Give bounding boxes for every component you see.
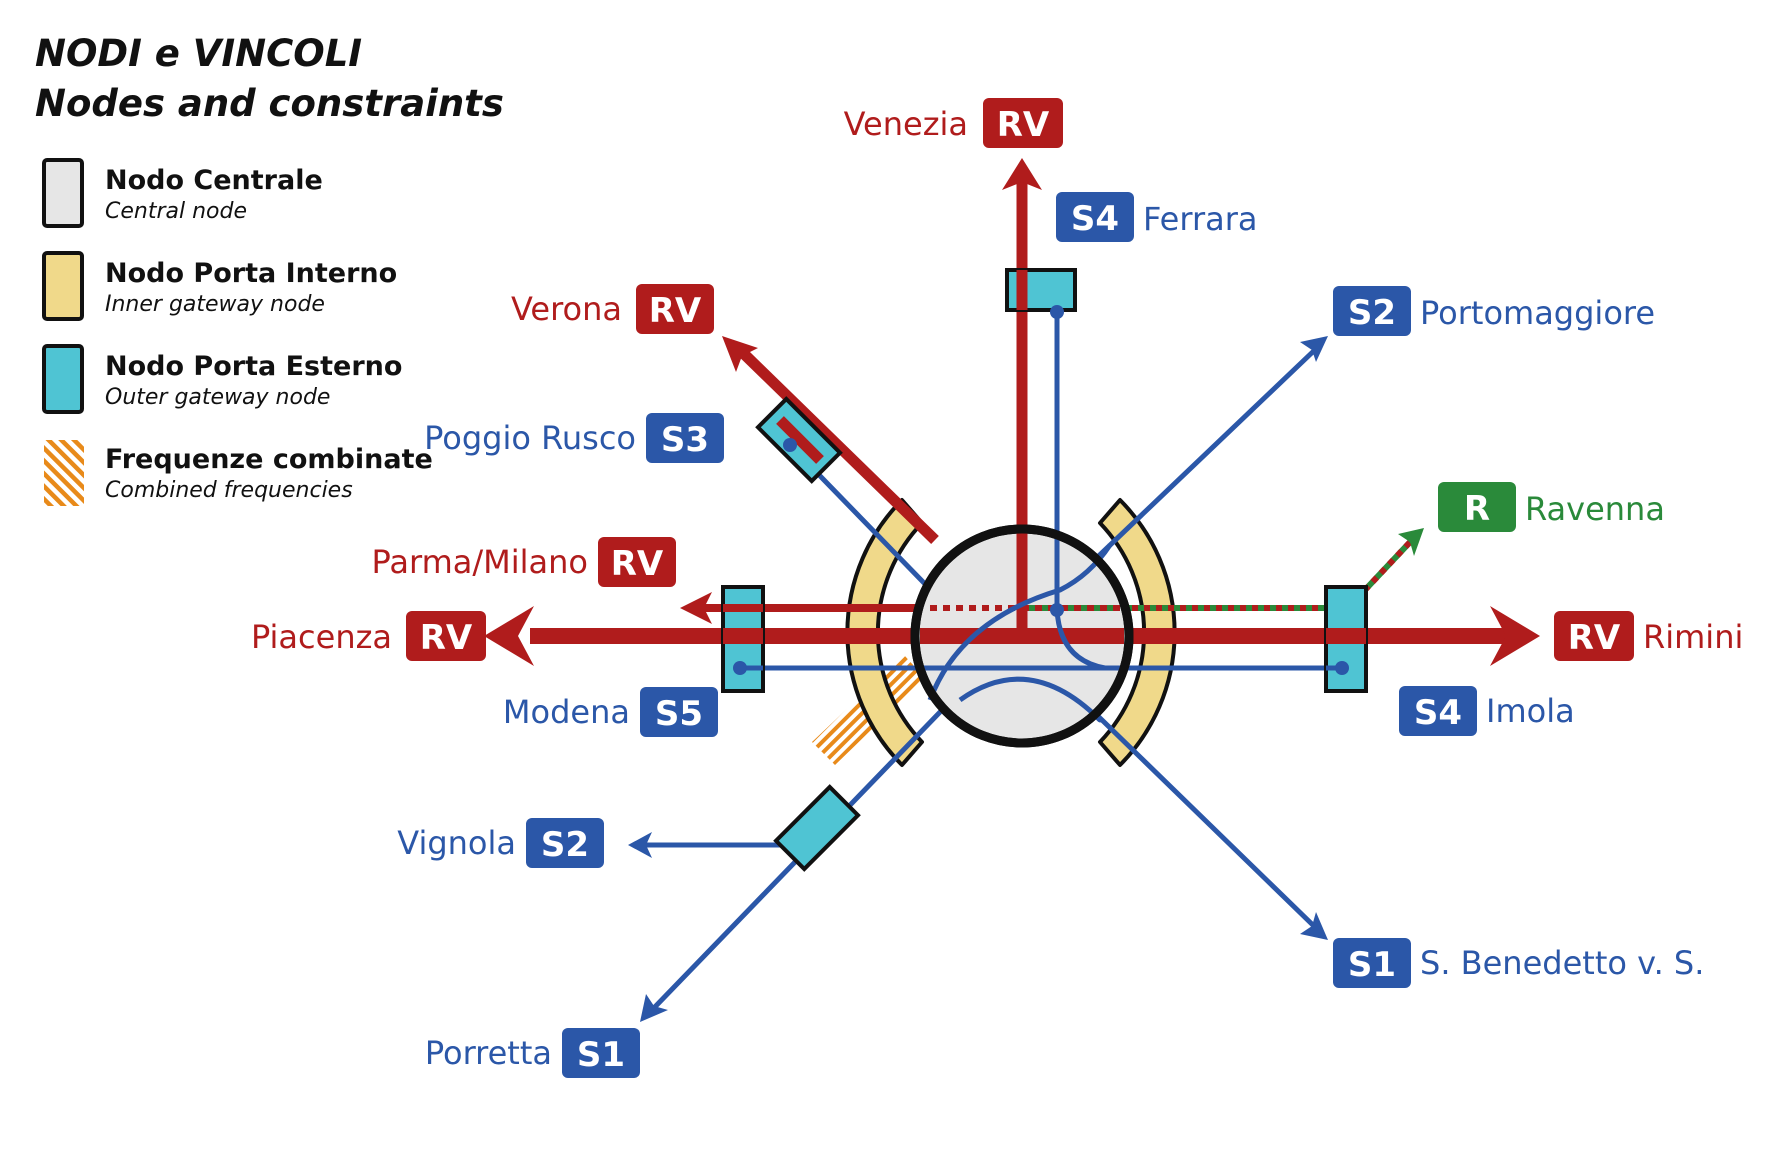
dest-rimini[interactable]: RV Rimini [1554, 611, 1743, 661]
badge-label: S5 [655, 694, 703, 734]
s-arrowheads [628, 336, 1328, 1022]
dest-name: Modena [503, 693, 630, 731]
dest-name: Imola [1486, 692, 1575, 730]
badge-label: S1 [1348, 945, 1396, 985]
inner-gateway-east [1098, 498, 1177, 767]
badge-label: S4 [1071, 199, 1119, 239]
badge-label: S4 [1414, 693, 1462, 733]
legend-inner-sublabel: Inner gateway node [105, 292, 325, 317]
outer-gateway-southwest [773, 784, 861, 872]
arrow-piacenza [484, 606, 534, 666]
arrow-vignola [628, 832, 652, 858]
dest-name: S. Benedetto v. S. [1420, 944, 1704, 982]
dest-venezia[interactable]: Venezia RV [844, 98, 1063, 148]
title-line2: Nodes and constraints [35, 82, 504, 125]
central-node [910, 524, 1134, 748]
badge [636, 284, 714, 334]
badge [406, 611, 486, 661]
legend-swatch-inner [42, 251, 84, 321]
legend-outer-label: Nodo Porta Esterno [105, 351, 402, 382]
dest-ravenna[interactable]: R Ravenna [1438, 482, 1665, 532]
dest-name: Portomaggiore [1420, 294, 1655, 332]
legend-swatch-central [42, 158, 84, 228]
dest-name: Ravenna [1525, 490, 1665, 528]
badge-label: S3 [661, 420, 709, 460]
badge [1438, 482, 1516, 532]
node-dots [733, 305, 1349, 675]
rv-arrowheads [484, 158, 1540, 666]
dest-parma-milano[interactable]: Parma/Milano RV [372, 537, 676, 587]
badge [983, 98, 1063, 148]
badge [646, 413, 724, 463]
dest-san-benedetto[interactable]: S1 S. Benedetto v. S. [1333, 938, 1704, 988]
dest-name: Parma/Milano [372, 543, 588, 581]
dest-portomaggiore[interactable]: S2 Portomaggiore [1333, 286, 1655, 336]
dest-name: Vignola [397, 824, 516, 862]
legend-central-sublabel: Central node [105, 199, 247, 224]
dest-name: Verona [511, 290, 622, 328]
badge [1333, 286, 1411, 336]
legend-outer-sublabel: Outer gateway node [105, 385, 330, 410]
arrow-parma [680, 592, 712, 624]
arrow-rimini [1490, 606, 1540, 666]
dest-imola[interactable]: S4 Imola [1399, 686, 1575, 736]
badge [1399, 686, 1477, 736]
dest-ferrara[interactable]: S4 Ferrara [1056, 192, 1257, 242]
badge-label: S2 [1348, 293, 1396, 333]
badge-label: RV [1568, 618, 1621, 658]
badge [562, 1028, 640, 1078]
dest-vignola[interactable]: Vignola S2 [397, 818, 604, 868]
dest-verona[interactable]: Verona RV [511, 284, 714, 334]
legend-hatch-label: Frequenze combinate [105, 444, 433, 475]
badge-label: R [1464, 489, 1490, 529]
badge [1554, 611, 1634, 661]
badge-label: RV [420, 618, 473, 658]
arrow-porretta [640, 994, 668, 1022]
dest-modena[interactable]: Modena S5 [503, 687, 718, 737]
dest-poggio-rusco[interactable]: Poggio Rusco S3 [424, 413, 724, 463]
badge [1056, 192, 1134, 242]
dest-name: Venezia [844, 105, 968, 143]
arrow-venezia [1002, 158, 1042, 190]
inner-gateway-west [845, 498, 924, 767]
outer-gateways [721, 268, 1368, 872]
dest-name: Ferrara [1143, 200, 1257, 238]
dest-name: Rimini [1643, 618, 1743, 656]
badge-label: RV [997, 105, 1050, 145]
badge-label: RV [649, 291, 702, 331]
badge [598, 537, 676, 587]
badge [526, 818, 604, 868]
legend-inner-label: Nodo Porta Interno [105, 258, 397, 289]
dest-piacenza[interactable]: Piacenza RV [251, 611, 486, 661]
badge [1333, 938, 1411, 988]
arrow-ravenna [1398, 528, 1424, 556]
badge-label: S1 [577, 1035, 625, 1075]
legend-hatch-sublabel: Combined frequencies [105, 478, 353, 503]
badge [640, 687, 718, 737]
dest-porretta[interactable]: Porretta S1 [425, 1028, 640, 1078]
dest-name: Piacenza [251, 618, 392, 656]
badge-label: RV [611, 544, 664, 584]
badge-label: S2 [541, 825, 589, 865]
dest-name: Porretta [425, 1034, 552, 1072]
legend: Nodo Centrale Central node Nodo Porta In… [42, 158, 433, 506]
title-line1: NODI e VINCOLI [35, 32, 362, 75]
legend-central-label: Nodo Centrale [105, 165, 323, 196]
arrow-verona [722, 336, 758, 372]
legend-swatch-outer [42, 344, 84, 414]
legend-swatch-hatch [44, 440, 84, 506]
arrow-portomaggiore [1300, 336, 1328, 362]
dest-name: Poggio Rusco [424, 419, 636, 457]
arrow-benedetto [1300, 912, 1328, 940]
